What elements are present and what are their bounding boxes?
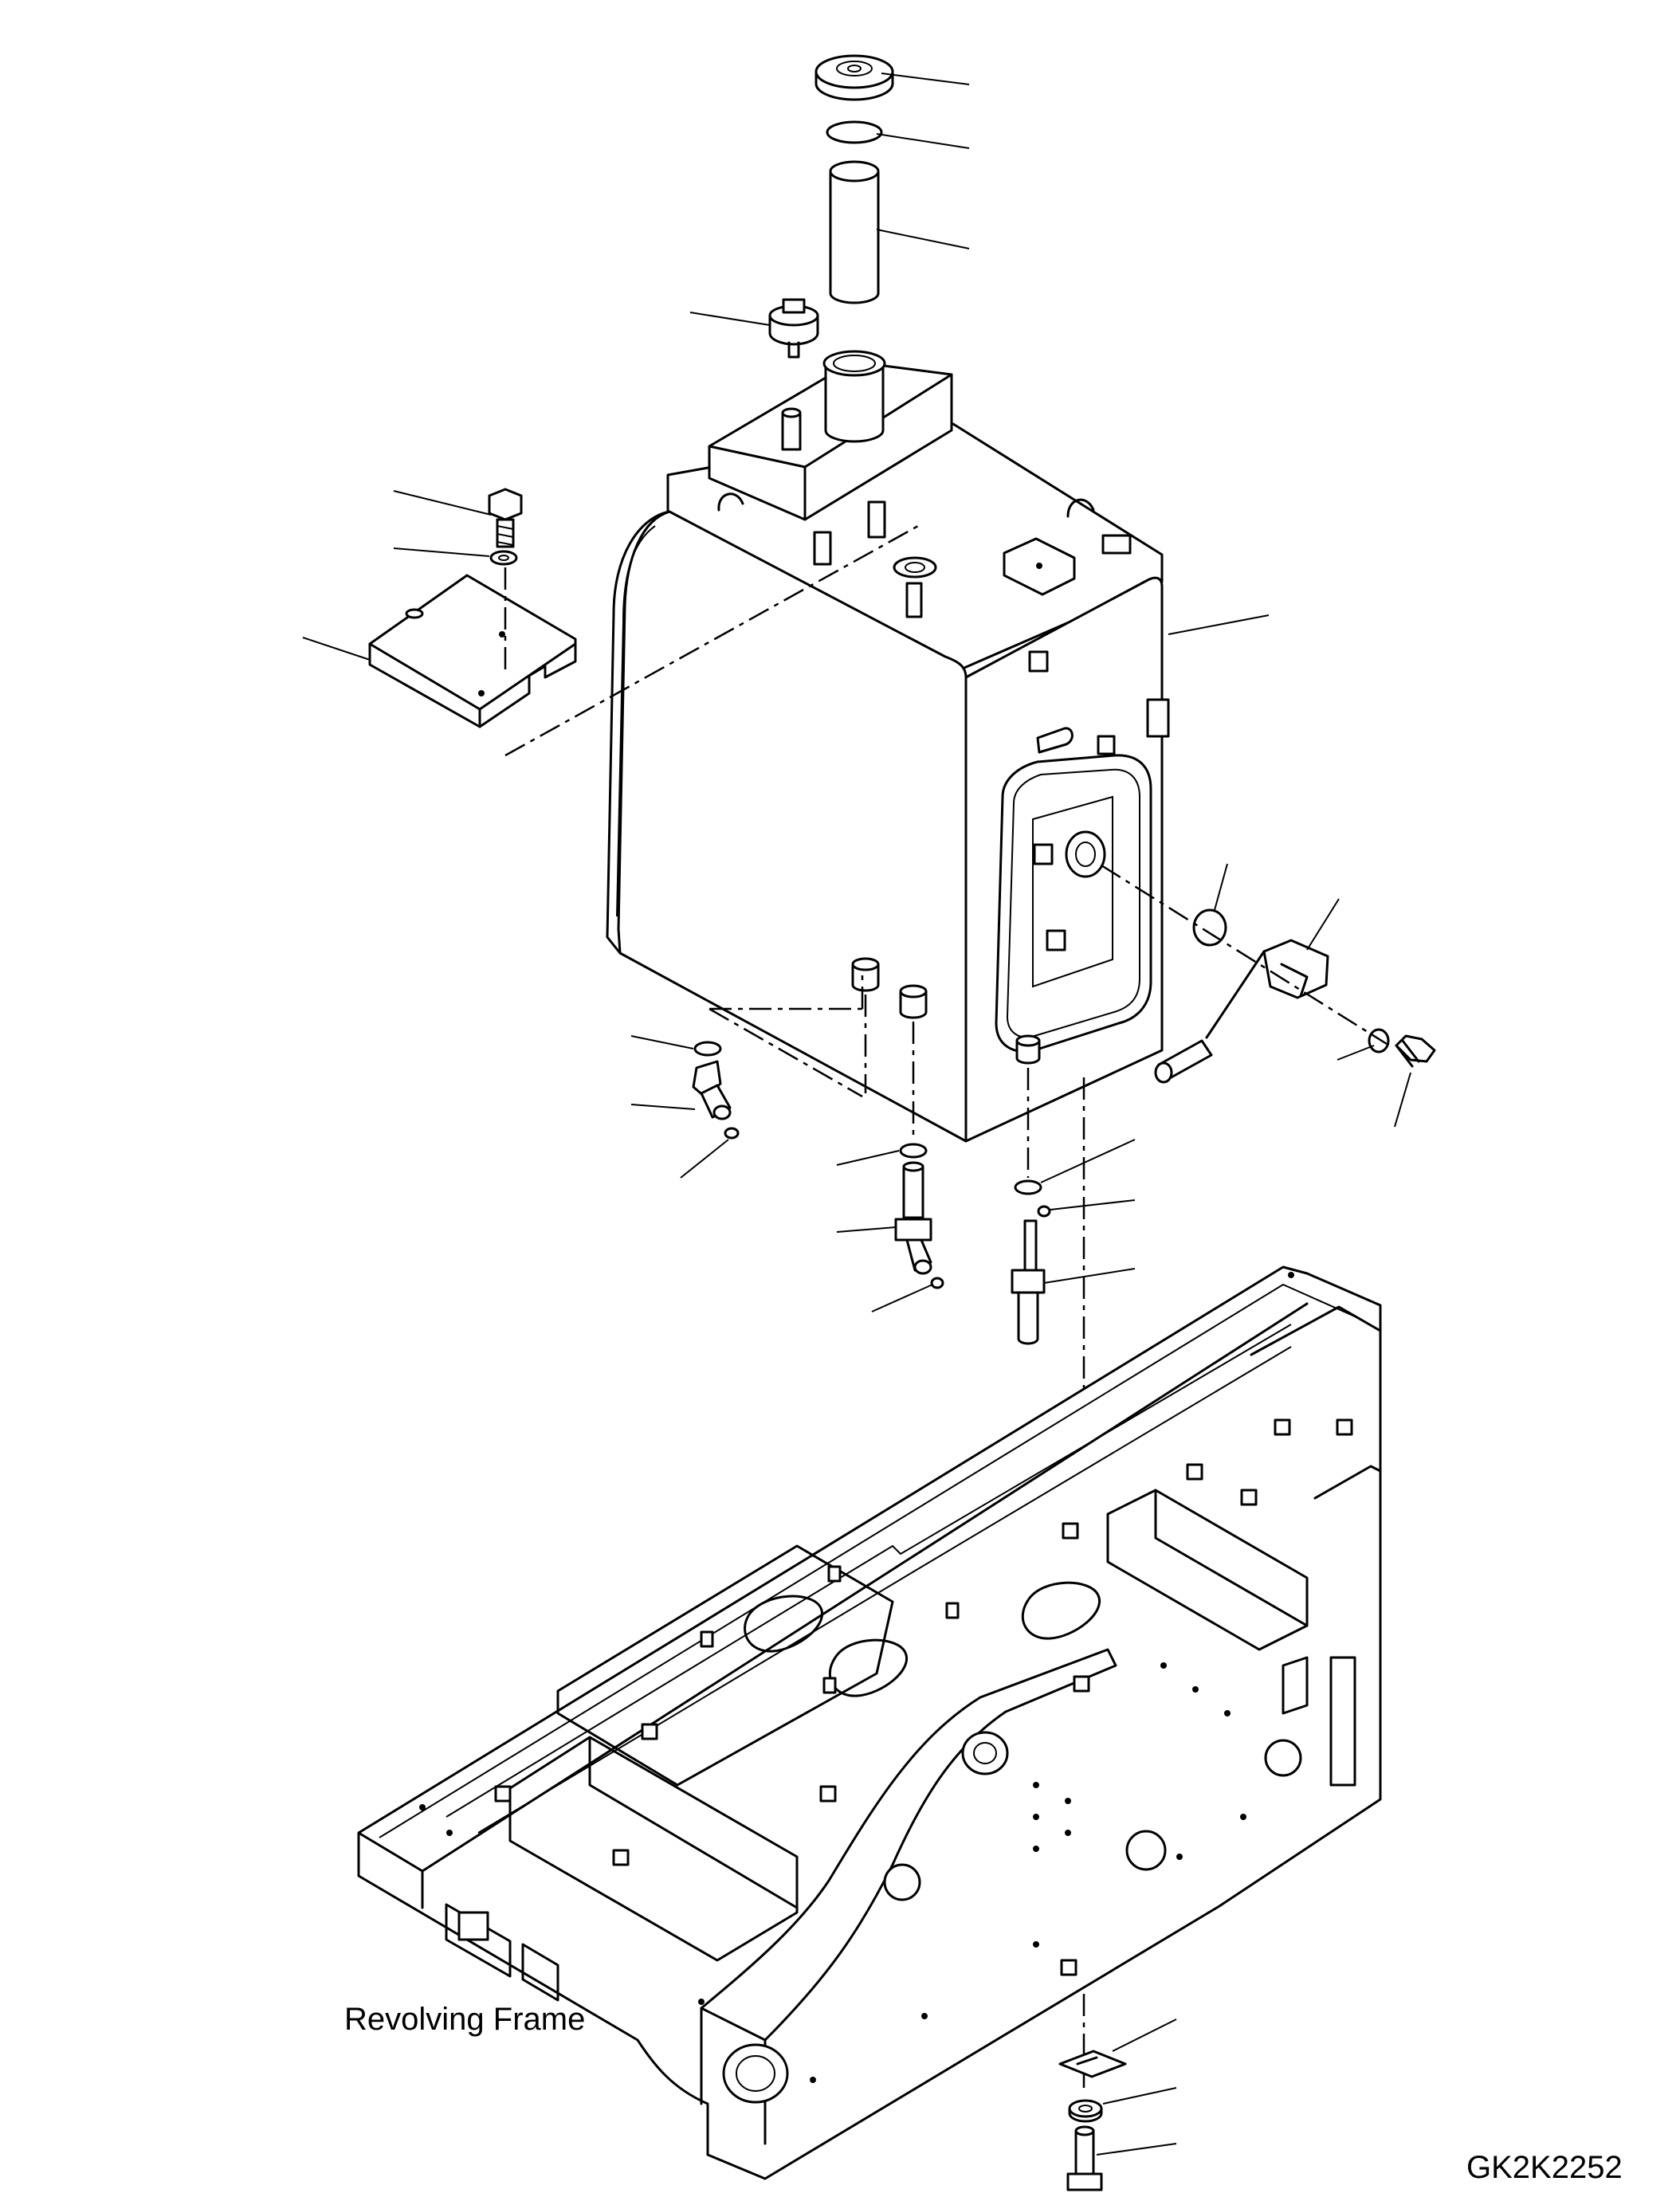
filler-cap[interactable] — [814, 54, 894, 101]
leader-line — [1306, 898, 1340, 951]
nipple-o-ring-right[interactable] — [1014, 1179, 1042, 1195]
nipple-o-ring-center[interactable] — [899, 1143, 928, 1159]
leader-line — [871, 1284, 933, 1312]
centerline — [1101, 864, 1388, 1046]
drain-nipple-center[interactable] — [894, 1161, 932, 1275]
leader-line — [1102, 2087, 1177, 2105]
cover-bolt[interactable] — [488, 488, 523, 548]
leader-line — [630, 1035, 694, 1049]
sensor-bolt[interactable] — [1395, 1034, 1436, 1068]
sensor-washer[interactable] — [1368, 1028, 1390, 1053]
leader-line — [1394, 1072, 1411, 1128]
filler-strainer-tube[interactable] — [829, 160, 880, 304]
leader-line — [393, 490, 492, 516]
centerline — [709, 974, 864, 1010]
leader-line — [1043, 1268, 1136, 1284]
frame-label: Revolving Frame — [344, 2002, 586, 2037]
leader-line — [630, 1104, 696, 1110]
cap-o-ring[interactable] — [826, 120, 883, 144]
revolving-frame — [357, 1265, 1382, 2180]
leader-line — [302, 637, 371, 661]
drain-nipple-right[interactable] — [1011, 1219, 1046, 1345]
small-o-ring-left[interactable] — [724, 1127, 740, 1140]
small-o-ring-center[interactable] — [930, 1277, 944, 1289]
elbow-fitting-left[interactable] — [692, 1060, 732, 1120]
leader-line — [393, 547, 490, 557]
leader-line — [881, 73, 970, 85]
leader-line — [876, 133, 970, 149]
mounting-washer[interactable] — [1068, 2099, 1103, 2123]
shim-plate[interactable] — [1058, 2050, 1127, 2078]
cover-washer[interactable] — [489, 550, 518, 566]
level-sensor[interactable] — [1154, 939, 1329, 1084]
centerline — [709, 1007, 863, 1098]
leader-line — [1096, 2143, 1177, 2156]
leader-line — [836, 1150, 900, 1166]
leader-line — [1112, 2018, 1177, 2052]
leader-line — [1214, 863, 1228, 911]
drawing-number: GK2K2252 — [1466, 2150, 1623, 2185]
small-o-ring-right[interactable] — [1037, 1205, 1051, 1218]
leader-line — [836, 1226, 897, 1233]
leader-line — [1040, 1139, 1136, 1183]
leader-line — [1337, 1045, 1375, 1061]
sensor-o-ring[interactable] — [1192, 908, 1227, 947]
leader-line — [680, 1139, 729, 1179]
breather-valve[interactable] — [768, 298, 819, 359]
leader-line — [689, 312, 771, 326]
leader-line — [876, 229, 970, 249]
leader-line — [1168, 614, 1270, 635]
mounting-bolt[interactable] — [1066, 2125, 1103, 2191]
elbow-o-ring-left[interactable] — [693, 1041, 722, 1057]
hydraulic-tank[interactable] — [606, 350, 1170, 1143]
side-cover-plate[interactable] — [368, 574, 577, 728]
leader-line — [1050, 1199, 1136, 1210]
